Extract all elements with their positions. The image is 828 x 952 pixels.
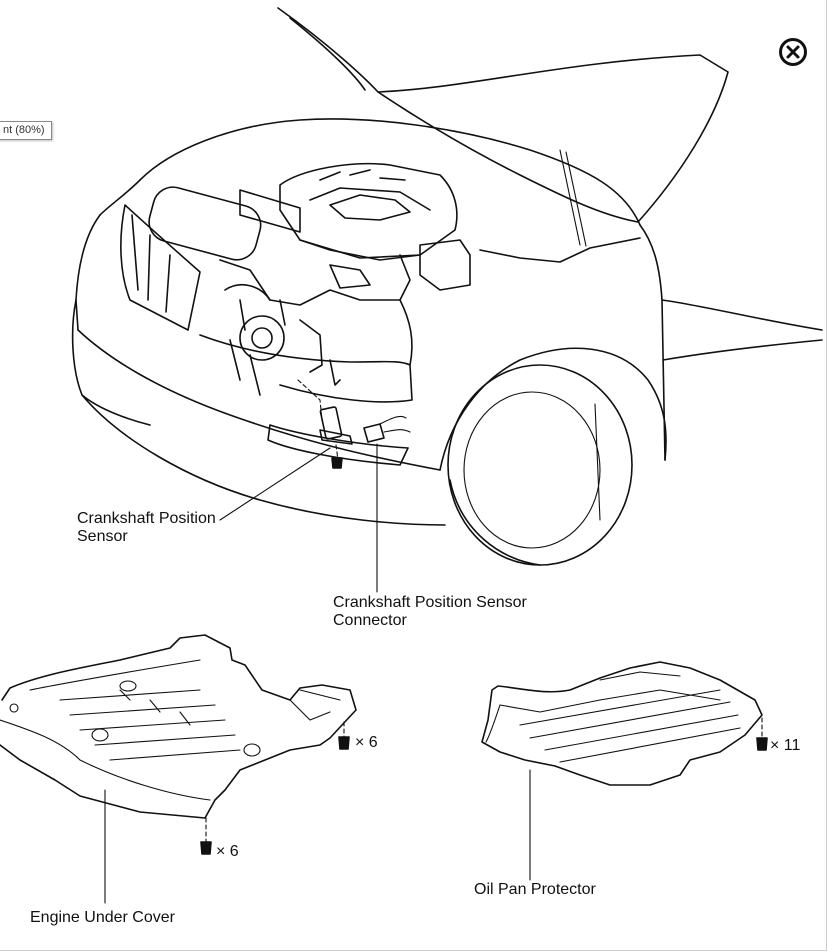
zoom-tooltip: nt (80%) (0, 121, 52, 140)
oil-pan-protector-part (481, 661, 768, 881)
ckp-connector-label-line1: Crankshaft Position Sensor (333, 594, 527, 611)
engine-bay (148, 162, 641, 396)
engine-under-cover-label: Engine Under Cover (30, 909, 175, 926)
close-button[interactable] (778, 37, 808, 67)
fastener-count-front: × 6 (216, 843, 239, 860)
open-hood (277, 7, 729, 247)
oil-pan-protector-label: Oil Pan Protector (474, 881, 596, 898)
ckp-sensor-label-line2: Sensor (77, 528, 128, 545)
crankshaft-position-sensor-connector-part (363, 415, 411, 443)
fastener-count-oil-pan: × 11 (770, 737, 801, 754)
car-body (71, 118, 823, 566)
ckp-sensor-label-line1: Crankshaft Position (77, 510, 216, 527)
fastener-count-side: × 6 (355, 734, 378, 751)
crankshaft-position-sensor-part (297, 379, 353, 469)
ckp-connector-label-line2: Connector (333, 612, 407, 629)
engine-under-cover-part (0, 634, 357, 904)
close-circle-icon (779, 38, 807, 66)
ckp-sensor-leader (219, 447, 331, 521)
